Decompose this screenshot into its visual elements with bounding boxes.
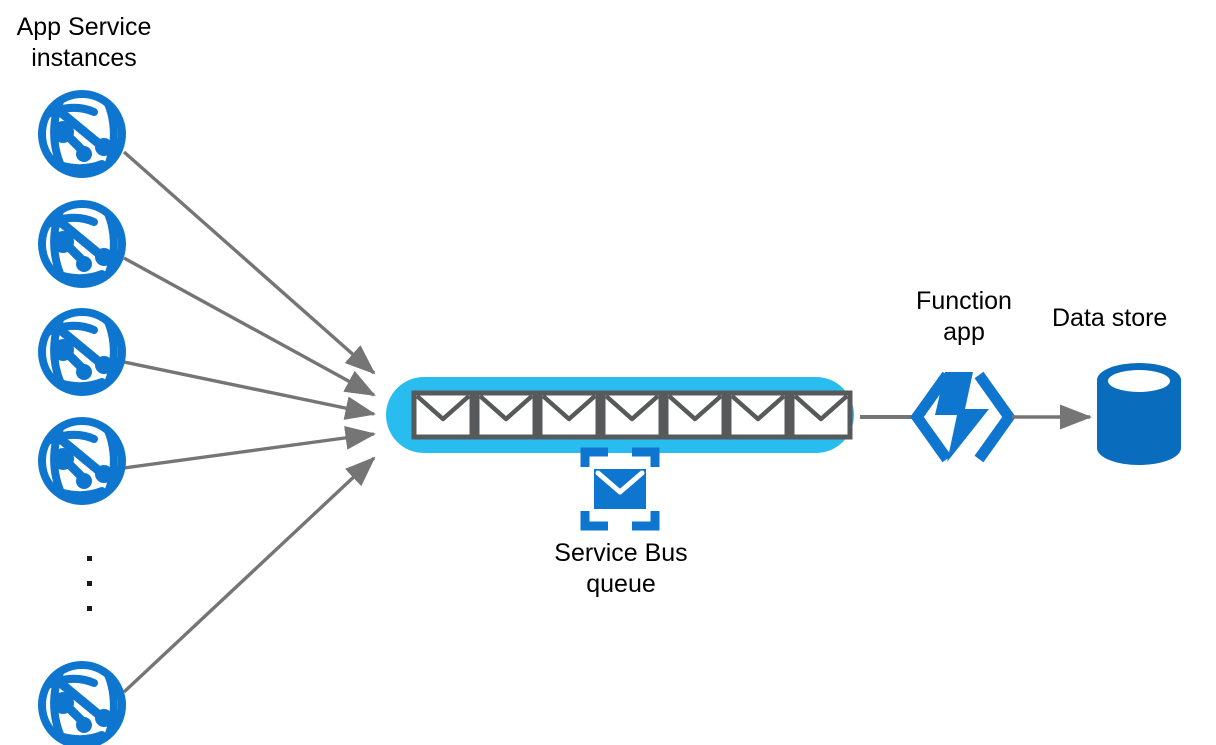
queue-message-envelope-icon <box>477 393 535 437</box>
connector-app-service-4-to-queue <box>123 426 377 470</box>
app-service-globe-icon[interactable] <box>38 308 122 392</box>
connection-group-app-service-to-queue <box>122 150 377 694</box>
app-service-globe-icon[interactable] <box>38 200 122 284</box>
app-service-instances-group <box>38 90 122 745</box>
queue-message-envelope-icon <box>603 393 661 437</box>
service-bus-queue-icon[interactable] <box>580 447 660 531</box>
ellipsis-dots <box>87 556 92 611</box>
app-service-globe-icon[interactable] <box>38 90 122 174</box>
service-bus-queue-label: Service Bus queue <box>554 539 688 598</box>
queue-message-envelope-icon <box>414 393 472 437</box>
data-store-label: Data store <box>1052 304 1168 332</box>
function-app-label: Function app <box>916 287 1012 346</box>
queue-message-envelope-icon <box>666 393 724 437</box>
app-service-globe-icon[interactable] <box>38 661 122 745</box>
connector-app-service-1-to-queue <box>122 150 376 375</box>
connector-app-service-2-to-queue <box>123 256 376 397</box>
queue-message-envelope-icon <box>792 393 850 437</box>
connector-app-service-n-to-queue <box>122 456 376 694</box>
queue-message-envelope-icon <box>540 393 598 437</box>
connector-app-service-3-to-queue <box>123 360 376 420</box>
queue-message-envelope-icon <box>729 393 787 437</box>
azure-functions-icon[interactable] <box>910 371 1016 463</box>
service-bus-queue-pill[interactable] <box>386 377 854 453</box>
database-cylinder-icon[interactable] <box>1097 363 1181 465</box>
app-service-globe-icon[interactable] <box>38 417 122 501</box>
app-service-instances-label: App Service instances <box>16 13 152 72</box>
